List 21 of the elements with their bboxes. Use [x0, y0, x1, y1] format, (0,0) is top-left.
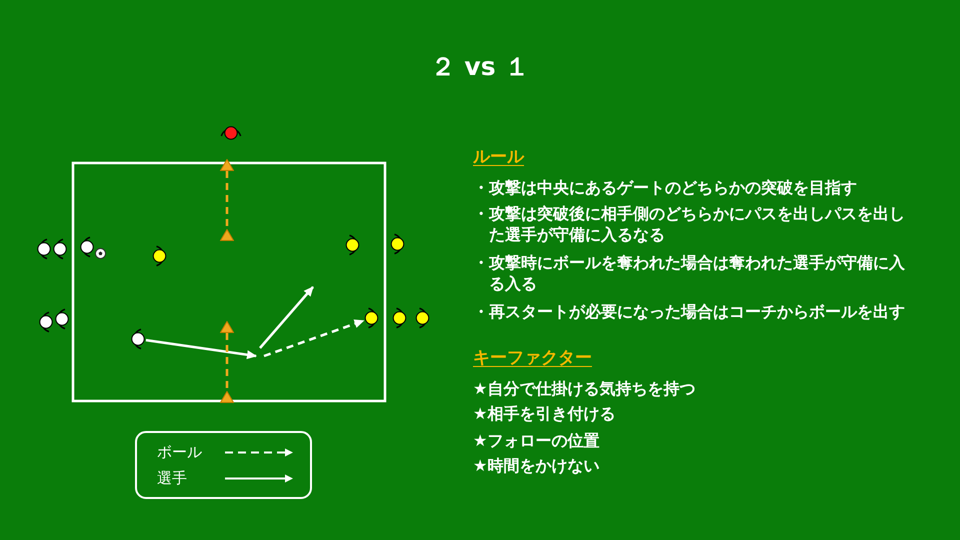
cone-marker — [220, 391, 234, 403]
title: ２ vs １ — [430, 52, 530, 82]
key-factor-text: ★相手を引き付ける — [473, 403, 616, 424]
dashed-arrow — [264, 319, 364, 358]
section-heading: ルール — [473, 146, 524, 168]
legend-label: 選手 — [157, 469, 187, 487]
arrow — [146, 338, 257, 360]
legend-label: ボール — [157, 443, 202, 461]
key-factor-text: ★フォローの位置 — [473, 430, 600, 451]
cone-marker — [220, 159, 234, 171]
section-heading: キーファクター — [473, 347, 592, 369]
dashed-line — [226, 171, 228, 229]
rule-text: ・攻撃は突破後に相手側のどちらかにパスを出しパスを出した選手が守備に入るなる — [473, 203, 906, 245]
rule-text: ・再スタートが必要になった場合はコーチからボールを出す — [473, 301, 906, 322]
key-factor-text: ★時間をかけない — [473, 455, 600, 476]
cone-marker — [220, 229, 234, 241]
cone-marker — [220, 321, 234, 333]
rule-text: ・攻撃時にボールを奪われた場合は奪われた選手が守備に入る入る — [473, 252, 906, 294]
dashed-line — [226, 333, 228, 391]
rule-text: ・攻撃は中央にあるゲートのどちらかの突破を目指す — [473, 177, 858, 198]
key-factor-text: ★自分で仕掛ける気持ちを持つ — [473, 378, 696, 399]
